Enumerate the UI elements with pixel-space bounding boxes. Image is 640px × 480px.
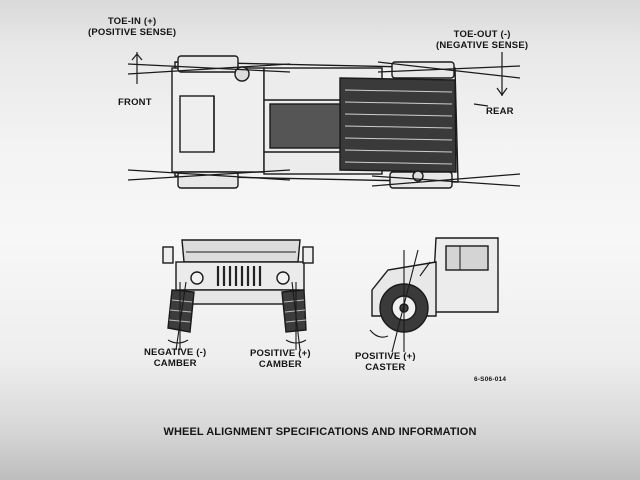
caster-reference-lines — [369, 249, 431, 353]
vehicle-front-view — [162, 239, 314, 333]
rear-label: REAR — [486, 106, 514, 117]
diagram-caption: WHEEL ALIGNMENT SPECIFICATIONS AND INFOR… — [163, 426, 477, 438]
toe-reference-lines — [127, 52, 521, 187]
toe-out-label: TOE-OUT (-) (NEGATIVE SENSE) — [436, 29, 529, 51]
figure-code: 6-S06-014 — [474, 376, 507, 383]
positive-caster-label: POSITIVE (+) CASTER — [355, 351, 416, 373]
front-label: FRONT — [118, 97, 152, 108]
vehicle-top-view — [171, 55, 459, 189]
camber-reference-lines — [167, 281, 307, 351]
positive-camber-label: POSITIVE (+) CAMBER — [250, 348, 311, 370]
negative-camber-label: NEGATIVE (-) CAMBER — [144, 347, 207, 369]
vehicle-side-view — [371, 237, 499, 333]
toe-in-label: TOE-IN (+) (POSITIVE SENSE) — [88, 16, 177, 38]
